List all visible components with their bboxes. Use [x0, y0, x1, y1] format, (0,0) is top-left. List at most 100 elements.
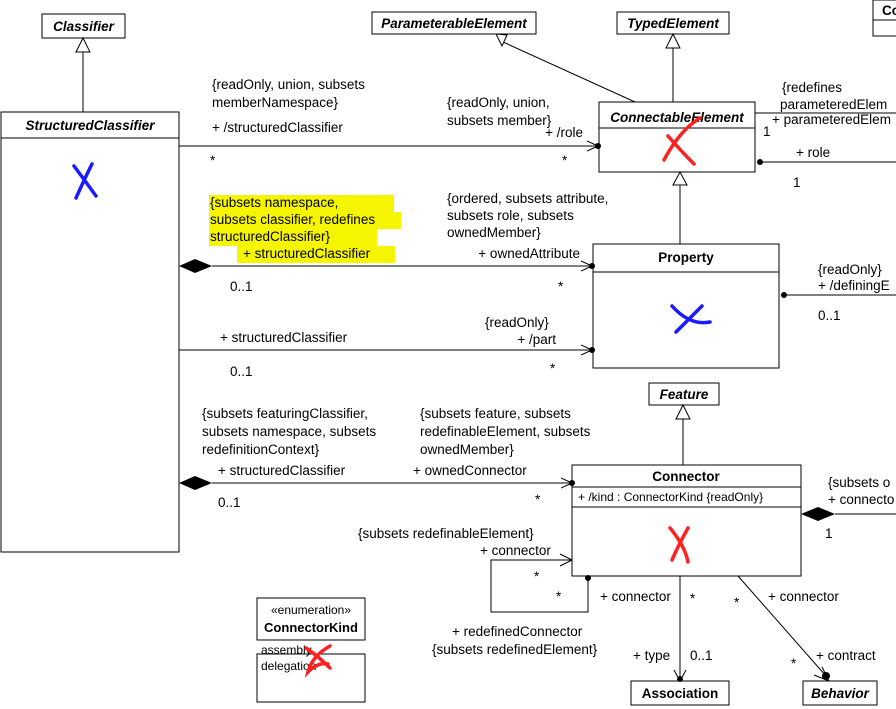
a4-end-label: + ownedAttribute	[478, 246, 580, 261]
structured-classifier-class: StructuredClassifier	[0, 111, 180, 553]
contract-multiplicity: *	[791, 656, 797, 671]
a7-constraint-line3: redefinitionContext}	[202, 442, 320, 457]
a1-end-label: + /structuredClassifier	[212, 120, 343, 135]
association-owned-connector: {subsets featuringClassifier, subsets na…	[179, 406, 591, 510]
connector-name: Connector	[652, 469, 720, 484]
a6-multiplicity: *	[550, 361, 556, 376]
feature-class: Feature	[648, 382, 720, 406]
generalization-property-to-connectable	[672, 170, 688, 244]
connectable-element-name: ConnectableElement	[610, 110, 744, 125]
partial-class-name: Co	[882, 3, 896, 18]
self-multiplicity-top: *	[534, 569, 540, 584]
a5-end-label: + structuredClassifier	[220, 330, 348, 345]
a3-constraint-line1: {subsets namespace,	[210, 195, 338, 210]
parameterable-element-name: ParameterableElement	[381, 16, 527, 31]
association-contract: * + connector + contract *	[734, 575, 876, 682]
connector-attribute: + /kind : ConnectorKind {readOnly}	[578, 490, 763, 504]
composition-diamond	[179, 476, 212, 490]
blue-x-mark	[670, 304, 712, 334]
self-end-label: + connector	[480, 543, 551, 558]
conn-right-end-label: + connecto	[828, 492, 894, 507]
blue-x-mark	[72, 162, 98, 200]
association-part: + structuredClassifier 0..1 {readOnly} +…	[179, 315, 595, 379]
association-connector-right: {subsets o + connecto 1	[801, 475, 896, 541]
a1-constraint-line1: {readOnly, union, subsets	[212, 77, 365, 92]
tr-constraint-line1: {redefines	[782, 80, 842, 95]
connectable-element-class: ConnectableElement	[598, 101, 756, 173]
a8-end-label: + ownedConnector	[413, 463, 527, 478]
typed-element-name: TypedElement	[627, 16, 719, 31]
a2-multiplicity: *	[562, 153, 568, 168]
role-multiplicity: 1	[793, 175, 801, 190]
association-class: Association	[630, 680, 730, 706]
red-x-mark	[662, 116, 702, 166]
contract-connector-multiplicity: *	[734, 595, 740, 610]
structured-classifier-name: StructuredClassifier	[25, 118, 155, 133]
a8-constraint-line3: ownedMember}	[420, 442, 514, 457]
classifier-class: Classifier	[41, 13, 126, 39]
tr-multiplicity: 1	[763, 124, 771, 139]
composition-diamond	[179, 259, 212, 273]
a3-multiplicity: 0..1	[230, 279, 253, 294]
a6-end-label: + /part	[517, 332, 556, 347]
contract-connector-end-label: + connector	[768, 589, 839, 604]
red-x-mark	[304, 644, 332, 678]
conn-right-multiplicity: 1	[825, 526, 833, 541]
defining-constraint: {readOnly}	[818, 262, 882, 277]
enumeration-name: ConnectorKind	[264, 620, 358, 635]
tr-constraint-line2: parameteredElem	[780, 97, 887, 112]
a5-multiplicity: 0..1	[230, 364, 253, 379]
tr-constraint-line3: + parameteredElem	[772, 112, 891, 127]
a8-multiplicity: *	[535, 492, 541, 507]
conn-right-constraint: {subsets o	[828, 475, 890, 490]
association-redefined-connector: {subsets redefinableElement} + connector…	[358, 526, 671, 657]
a2-constraint-line1: {readOnly, union,	[447, 95, 550, 110]
a3-constraint-line3: structuredClassifier}	[210, 229, 331, 244]
association-defining-end: {readOnly} + /definingE 0..1	[781, 262, 896, 323]
typed-element-class: TypedElement	[616, 11, 730, 35]
highlight	[209, 229, 377, 246]
behavior-name: Behavior	[811, 686, 870, 701]
role-end-label: + role	[796, 145, 830, 160]
a4-constraint-line2: subsets role, subsets	[447, 208, 574, 223]
defining-multiplicity: 0..1	[818, 308, 841, 323]
self-multiplicity-bottom: *	[556, 589, 562, 604]
highlight	[209, 195, 394, 212]
type-multiplicity: 0..1	[690, 648, 713, 663]
contract-end-label: + contract	[816, 648, 876, 663]
feature-name: Feature	[660, 387, 709, 402]
association-role-right: + role 1	[757, 145, 896, 190]
generalization-connectable-to-parameterable	[495, 33, 636, 103]
a4-constraint-line1: {ordered, subsets attribute,	[447, 191, 608, 206]
a2-end-label: + /role	[545, 125, 583, 140]
defining-end-label: + /definingE	[818, 278, 890, 293]
a7-constraint-line1: {subsets featuringClassifier,	[202, 406, 368, 421]
redefined-end-label: + redefinedConnector	[452, 624, 583, 639]
association-name: Association	[642, 686, 719, 701]
a8-constraint-line1: {subsets feature, subsets	[420, 406, 571, 421]
self-constraint: {subsets redefinableElement}	[358, 526, 534, 541]
connector-kind-enumeration: «enumeration» ConnectorKind assembly del…	[256, 597, 366, 703]
self-other-end-label: + connector	[600, 589, 671, 604]
enumeration-literal-delegation: delegation	[261, 659, 316, 673]
type-multiplicity-star: *	[690, 591, 696, 606]
highlight	[209, 212, 401, 229]
a7-end-label: + structuredClassifier	[218, 463, 346, 478]
partial-class-top-right: Co	[872, 0, 896, 37]
a8-constraint-line2: redefinableElement, subsets	[420, 424, 591, 439]
property-class: Property	[592, 243, 780, 369]
association-role: {readOnly, union, subsets memberNamespac…	[179, 77, 601, 168]
a3-constraint-line2: subsets classifier, redefines	[210, 212, 375, 227]
a7-multiplicity: 0..1	[218, 495, 241, 510]
red-x-mark	[668, 526, 690, 564]
a4-constraint-line3: ownedMember}	[447, 225, 541, 240]
parameterable-element-class: ParameterableElement	[371, 11, 537, 35]
connector-class: Connector + /kind : ConnectorKind {readO…	[571, 464, 802, 577]
property-name: Property	[658, 250, 714, 265]
enumeration-literal-assembly: assembly	[261, 643, 312, 657]
a1-constraint-line2: memberNamespace}	[212, 95, 339, 110]
association-owned-attribute: {subsets namespace, subsets classifier, …	[179, 191, 608, 294]
behavior-class: Behavior	[802, 680, 878, 706]
